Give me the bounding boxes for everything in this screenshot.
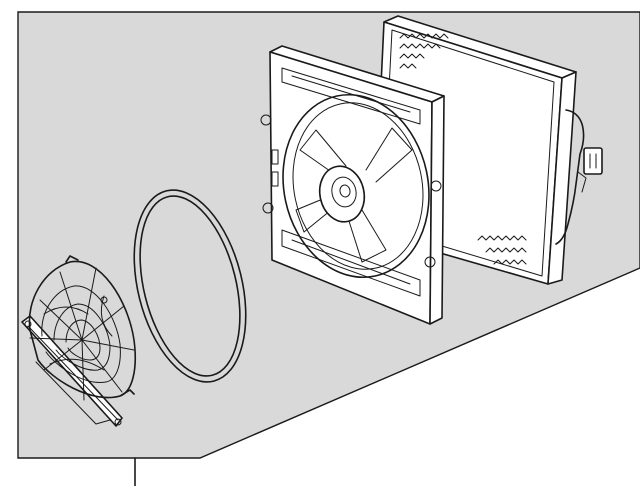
fan-shroud-grille	[21, 255, 137, 427]
fan-shroud-housing	[260, 45, 445, 325]
seal-ring	[133, 189, 247, 383]
